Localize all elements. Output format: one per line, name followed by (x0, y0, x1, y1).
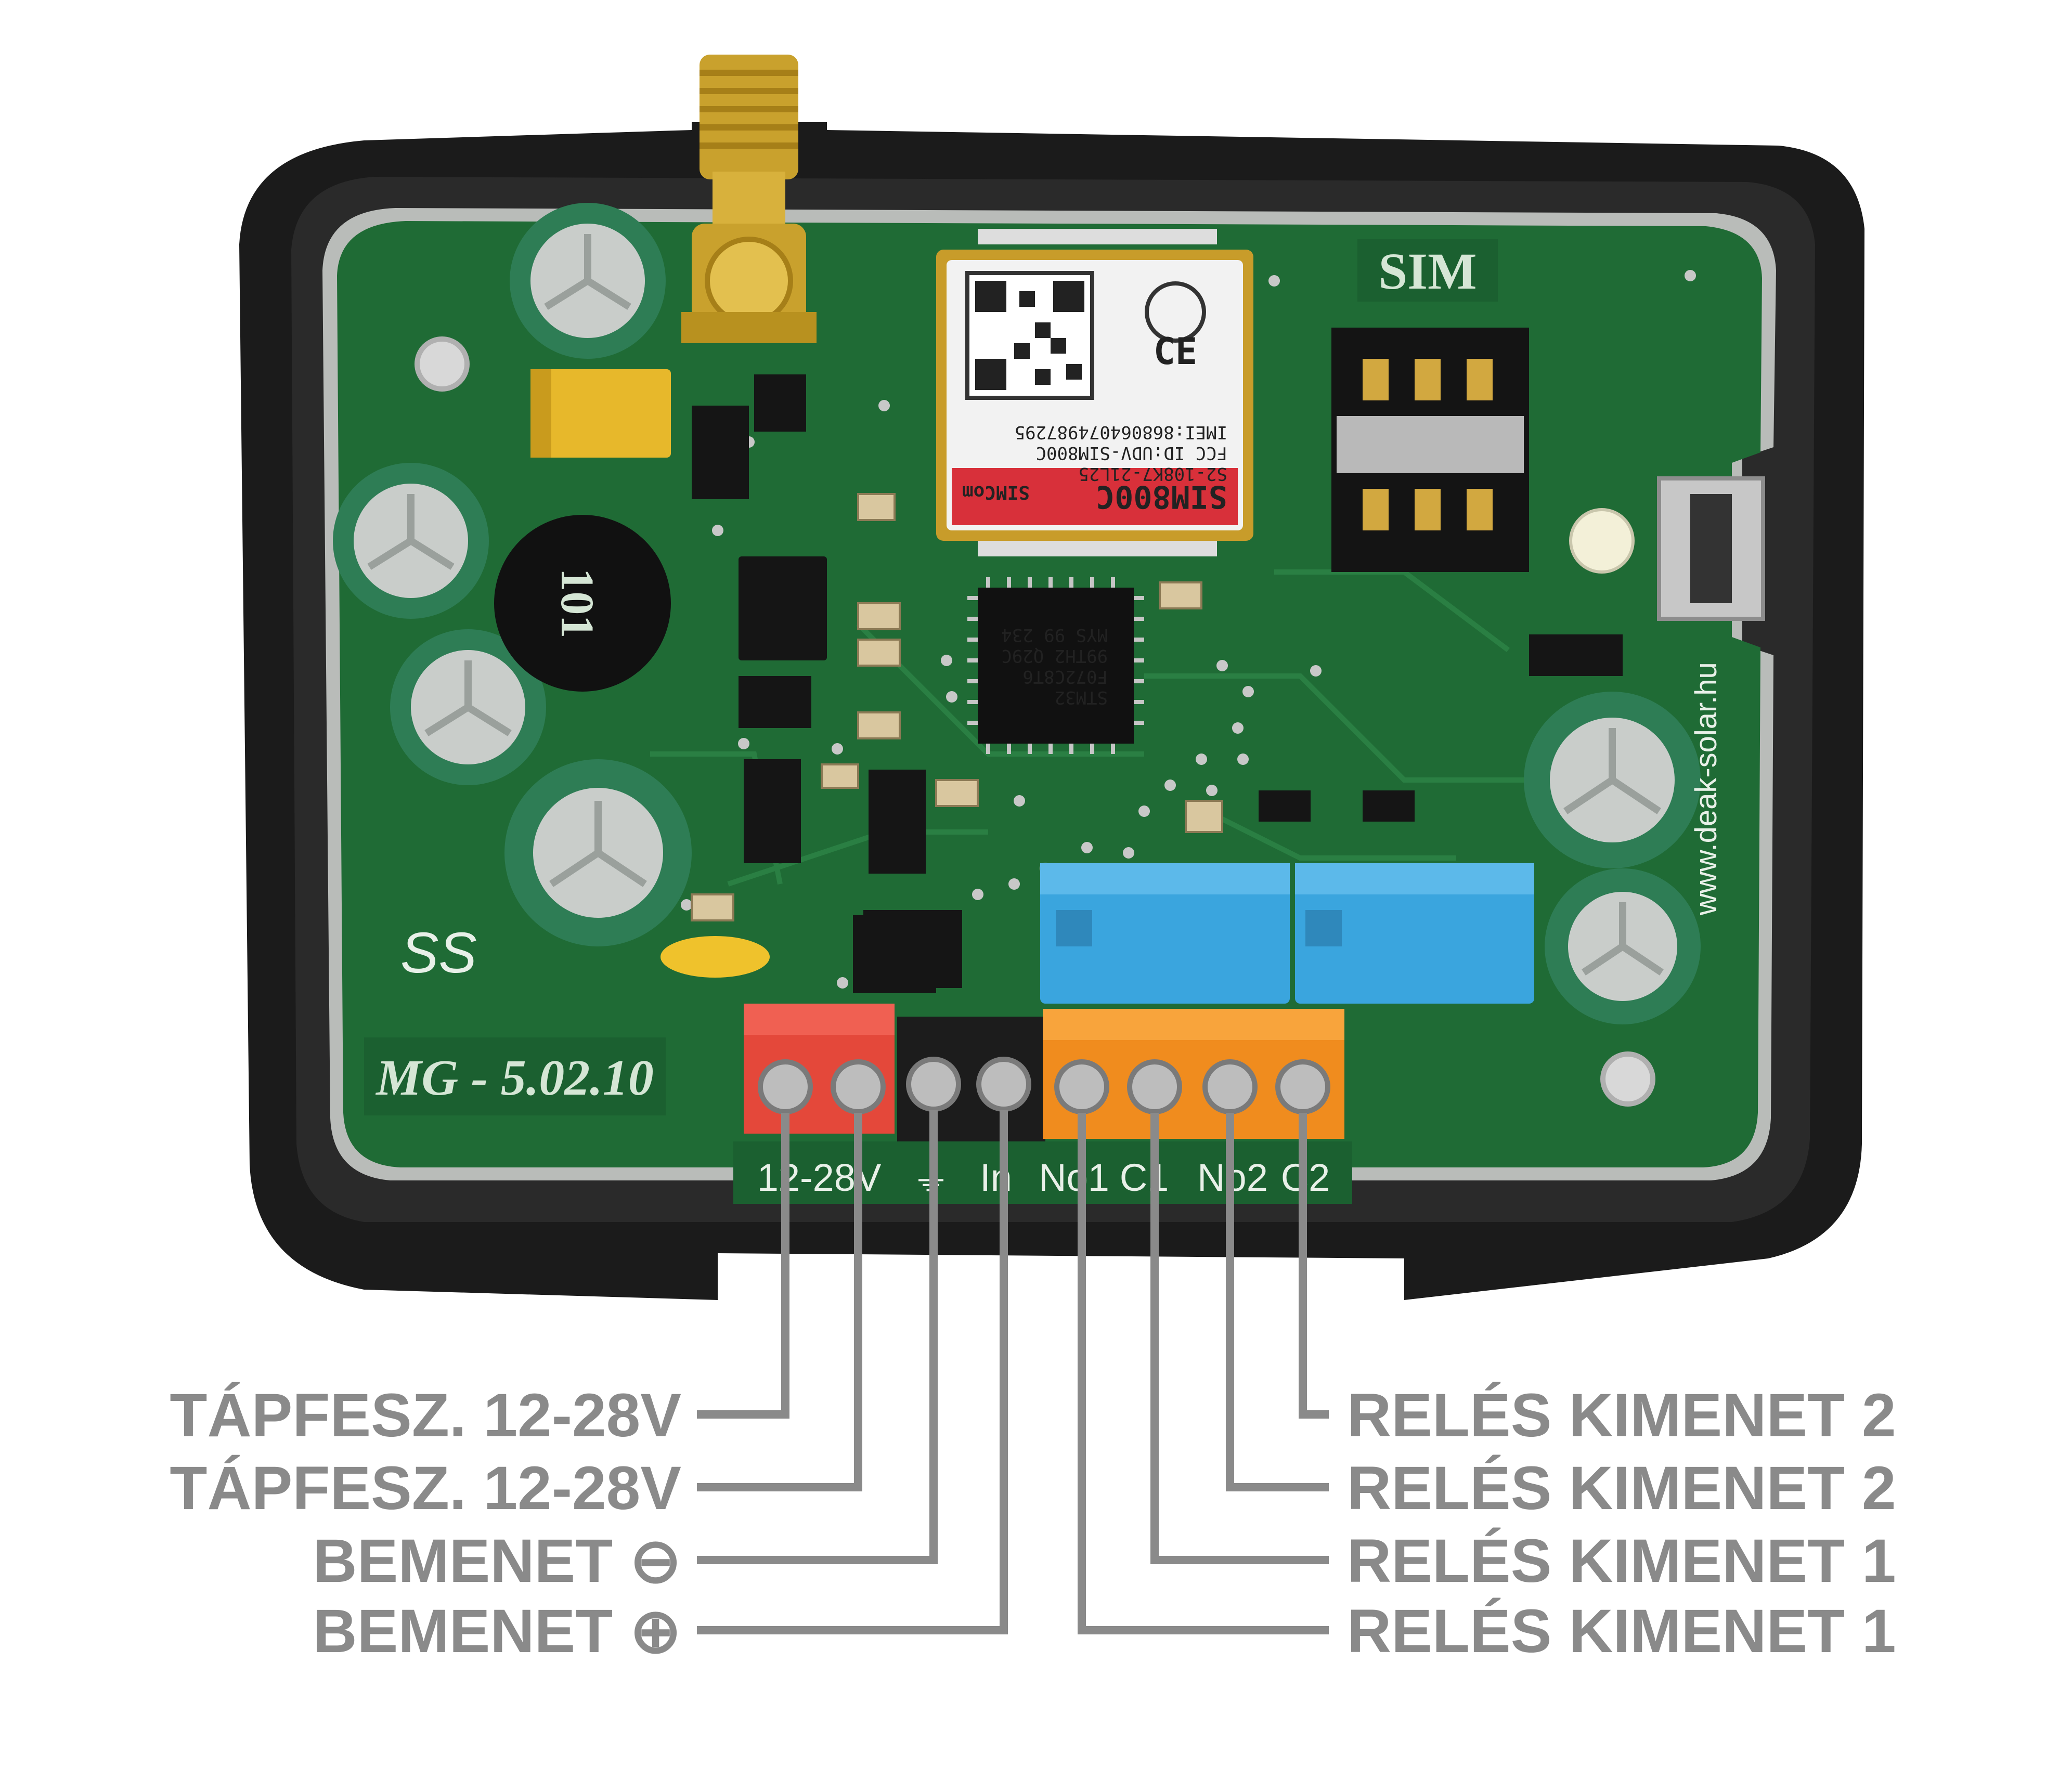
callout-input-plus: BEMENET ⊕ (313, 1597, 681, 1666)
inductor (494, 515, 671, 692)
callout-power-2: TÁPFESZ. 12-28V (170, 1454, 681, 1523)
svg-text:CE: CE (1154, 330, 1197, 373)
status-led (1569, 508, 1635, 574)
electrolytic-capacitors (333, 203, 1701, 1024)
usb-connector (1657, 476, 1765, 621)
mcu-line-2: F072C8T6 (1022, 666, 1108, 687)
callout-relay1-a: RELÉS KIMENET 1 (1347, 1527, 1896, 1595)
callout-input-minus: BEMENET ⊖ (313, 1527, 681, 1595)
module-imei-line: IMEI:868064074987295 (1015, 422, 1227, 443)
microcontroller: STM32 F072C8T6 99TH2 Q29C MYS 99 234 (967, 577, 1144, 754)
terminal-screw (976, 1057, 1031, 1112)
terminal-blocks (744, 1004, 1344, 1141)
power-components: 101 (494, 369, 671, 692)
sim-card-holder: SIM (1331, 239, 1529, 572)
model-plate: MG - 5.02.10 (364, 1037, 666, 1115)
mcu-line-3: 99TH2 Q29C (1001, 645, 1108, 666)
terminal-silk-4: C1 (1120, 1156, 1169, 1199)
antenna-connector (681, 55, 817, 343)
mounting-hole-bottom (1600, 1051, 1655, 1107)
callout-labels-right: RELÉS KIMENET 2 RELÉS KIMENET 2 RELÉS KI… (1347, 1381, 1896, 1666)
terminal-screw (1275, 1059, 1330, 1114)
website-silk: www.deak-solar.hu (1689, 662, 1723, 916)
relays (1040, 863, 1534, 1004)
relay-2 (1295, 863, 1534, 1004)
callout-labels-left: TÁPFESZ. 12-28V TÁPFESZ. 12-28V BEMENET … (170, 1381, 681, 1666)
callout-leader-lines (697, 1110, 1329, 1634)
terminal-screw (758, 1059, 813, 1114)
callout-relay2-a: RELÉS KIMENET 2 (1347, 1381, 1896, 1450)
model-label: MG - 5.02.10 (375, 1050, 654, 1106)
terminal-screw (1127, 1059, 1182, 1114)
module-code-line: S2-108K7-21L25 (1078, 463, 1227, 484)
sim-label: SIM (1379, 242, 1477, 300)
terminal-silk-3: No1 (1039, 1156, 1109, 1199)
callout-relay1-b: RELÉS KIMENET 1 (1347, 1597, 1896, 1666)
mounting-hole-top (415, 336, 470, 392)
module-fcc-line: FCC ID:UDV-SIM800C (1036, 443, 1227, 463)
module-brand: SIMCom (962, 482, 1030, 503)
callout-power-1: TÁPFESZ. 12-28V (170, 1381, 681, 1450)
terminal-screw (831, 1059, 886, 1114)
terminal-silk-0: 12-28V (757, 1156, 882, 1199)
relay-1 (1040, 863, 1290, 1004)
terminal-screw (906, 1057, 961, 1112)
mcu-line-4: MYS 99 234 (1001, 625, 1108, 645)
inductor-label: 101 (551, 568, 603, 639)
terminal-silk-labels: 12-28V ⏚ In No1 C1 No2 C2 (733, 1141, 1352, 1204)
mcu-line-1: STM32 (1055, 687, 1108, 708)
svg-text:SS: SS (400, 921, 477, 985)
module-name: SIM800C (1096, 478, 1227, 515)
terminal-screw (1202, 1059, 1258, 1114)
terminal-screw (1054, 1059, 1109, 1114)
callout-relay2-b: RELÉS KIMENET 2 (1347, 1454, 1896, 1523)
gsm-module: CE S2-108K7-21L25 FCC ID:UDV-SIM800C IME… (936, 229, 1253, 556)
